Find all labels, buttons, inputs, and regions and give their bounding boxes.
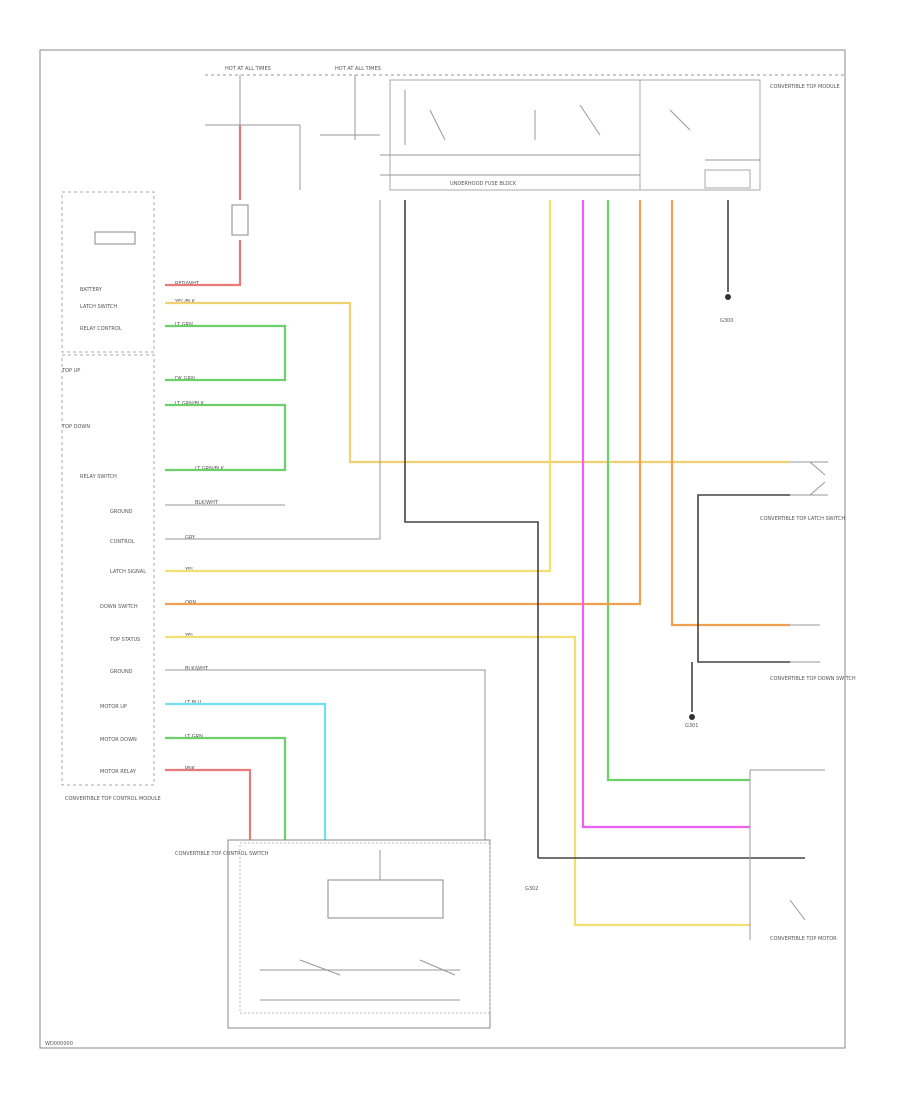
pin-label: RELAY CONTROL: [80, 326, 122, 332]
pin-label: GROUND: [110, 669, 133, 675]
gray-wire-3: [165, 669, 486, 840]
red-wire-battery: [165, 240, 242, 287]
black-wire-main: [404, 200, 539, 858]
pink-wire: [581, 200, 750, 829]
cyan-wire: [165, 702, 327, 840]
bottom-module-label: CONVERTIBLE TOP CONTROL SWITCH: [175, 851, 269, 857]
wire-code: BLK/WHT: [195, 500, 219, 506]
pin-label: GROUND: [110, 509, 133, 515]
left-pin-rows: BATTERY LATCH SWITCH RELAY CONTROL TOP U…: [61, 287, 146, 775]
wire-color-labels: RED/WHT YEL/BLK LT GRN DK GRN LT GRN/BLK…: [174, 281, 225, 772]
orange-wire-2: [670, 200, 790, 627]
pin-label: MOTOR UP: [100, 704, 127, 710]
pin-label: MOTOR RELAY: [100, 769, 137, 775]
pin-label: LATCH SWITCH: [80, 304, 117, 310]
wire-code: GRY: [185, 535, 196, 541]
yellow-wire-3: [165, 635, 750, 927]
ground-3-label: G302: [525, 886, 538, 892]
top-left-bus-label: HOT AT ALL TIMES: [225, 66, 271, 72]
top-bus: [205, 74, 845, 191]
top-module-box: [639, 79, 761, 191]
ground-2-label: G301: [685, 723, 698, 729]
ground-2-symbol: [689, 714, 695, 720]
ground-1-label: G300: [720, 318, 733, 324]
top-right-module-label: CONVERTIBLE TOP MODULE: [770, 84, 840, 90]
red-wire-bottom: [165, 768, 252, 840]
diagram-frame: [39, 49, 846, 1049]
orange-wire-1: [165, 200, 642, 606]
footer-code: WD000000: [45, 1041, 73, 1047]
pin-label: TOP STATUS: [109, 637, 140, 643]
top-mid-bus-label: HOT AT ALL TIMES: [335, 66, 381, 72]
pin-label: MOTOR DOWN: [100, 737, 137, 743]
pin-label: TOP UP: [61, 368, 80, 374]
right-switch-mid-label: CONVERTIBLE TOP DOWN SWITCH: [770, 676, 856, 682]
pin-label: CONTROL: [110, 539, 135, 545]
fuse-symbol: [231, 204, 249, 236]
right-switch-top-label: CONVERTIBLE TOP LATCH SWITCH: [760, 516, 845, 522]
right-motor-label: CONVERTIBLE TOP MOTOR: [770, 936, 837, 942]
left-module-label: CONVERTIBLE TOP CONTROL MODULE: [65, 796, 161, 802]
wire-code: BLK/WHT: [185, 666, 209, 672]
pin-label: TOP DOWN: [61, 424, 90, 430]
pin-label: RELAY SWITCH: [80, 474, 117, 480]
gray-wire-2: [165, 200, 381, 540]
yellow-wire-2: [165, 200, 552, 573]
green-wire-1: [165, 324, 287, 382]
black-wire-right-switch: [697, 494, 790, 663]
right-switches: [749, 461, 828, 940]
pin-label: BATTERY: [80, 287, 103, 293]
left-connector-box: [94, 231, 136, 245]
fuse-panel-label: UNDERHOOD FUSE BLOCK: [450, 181, 517, 187]
green-wire-right: [606, 200, 750, 782]
fuse-block-box: [389, 79, 641, 191]
relay-box: [327, 879, 444, 919]
green-wire-2: [165, 403, 287, 472]
pin-label: DOWN SWITCH: [100, 604, 138, 610]
left-module-lower-box: [61, 354, 155, 786]
ground-1-symbol: [725, 294, 731, 300]
pin-label: LATCH SIGNAL: [110, 569, 146, 575]
yellow-latch-wire: [165, 301, 790, 464]
green-wire-3: [165, 736, 287, 840]
